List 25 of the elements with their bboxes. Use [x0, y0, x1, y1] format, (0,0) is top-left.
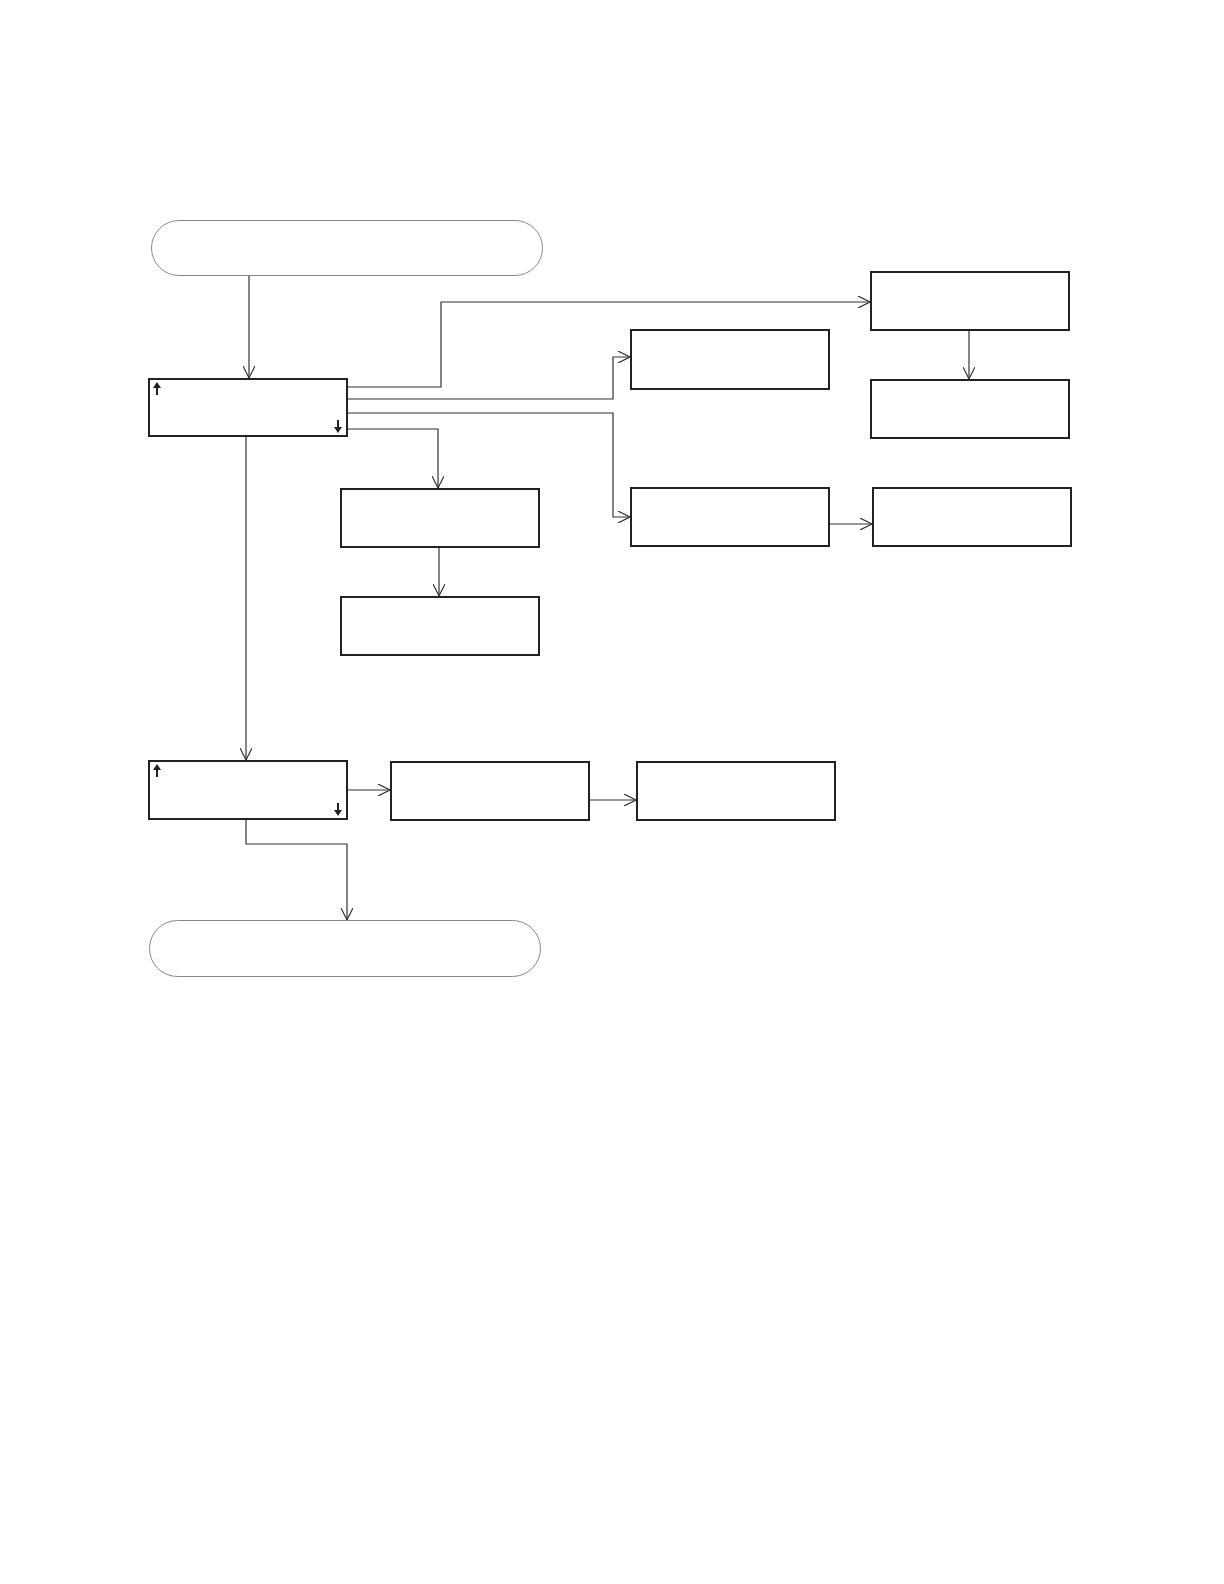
- process-box: [148, 378, 348, 437]
- process-box: [630, 487, 830, 547]
- process-box: [390, 761, 590, 821]
- process-box: [870, 379, 1070, 439]
- arrow: [347, 412, 631, 524]
- arrow: [242, 275, 256, 379]
- arrow: [432, 547, 446, 597]
- process-box: [148, 760, 348, 820]
- arrow: [239, 436, 253, 761]
- arrow: [347, 295, 871, 388]
- arrow: [589, 793, 637, 807]
- arrow: [347, 350, 631, 400]
- pill-shape: [149, 920, 541, 977]
- pill-shape: [151, 220, 543, 276]
- arrow: [347, 428, 445, 489]
- arrow: [245, 819, 354, 921]
- arrow: [962, 330, 976, 380]
- process-box: [340, 596, 540, 656]
- process-box: [340, 488, 540, 548]
- process-box: [636, 761, 836, 821]
- arrow: [829, 517, 873, 531]
- process-box: [630, 329, 830, 390]
- process-box: [872, 487, 1072, 547]
- process-box: [870, 271, 1070, 331]
- arrow: [347, 783, 391, 797]
